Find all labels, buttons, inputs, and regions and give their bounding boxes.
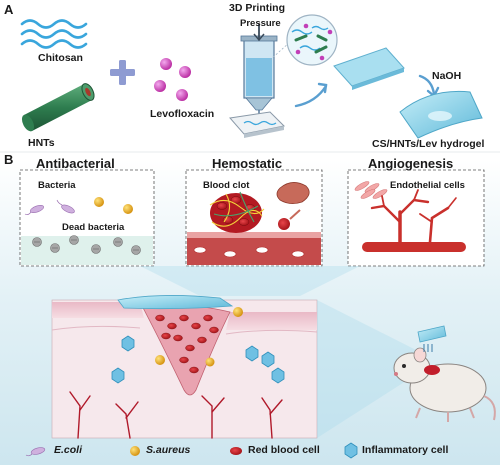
printed-scaffold-icon [333,47,405,90]
dead-bacteria-label: Dead bacteria [62,222,125,233]
legend-ecoli-label: E.coli [54,444,83,456]
pressure-label: Pressure [240,18,281,29]
bacteria-label: Bacteria [38,180,76,191]
legend-rbc-label: Red blood cell [248,444,320,456]
panel-a-label: A [4,2,14,17]
antibacterial-box [19,169,155,267]
print-bed-icon [229,111,286,138]
antibacterial-title: Antibacterial [36,156,115,171]
levofloxacin-molecules-icon [154,58,191,101]
legend-inflammatory-icon [344,442,358,459]
angiogenesis-title: Angiogenesis [368,156,454,171]
hydrogel-film-icon [399,90,483,139]
chitosan-chains-icon [20,19,88,49]
syringe-printer-icon [240,24,278,118]
product-label: CS/HNTs/Lev hydrogel [372,138,485,150]
printing-label: 3D Printing [229,2,286,14]
legend-ecoli-icon [25,447,46,457]
legend-saureus-label: S.aureus [146,444,191,456]
legend-saureus-icon [130,446,140,456]
naoh-label: NaOH [432,70,462,82]
legend-rbc-icon [230,447,242,455]
angiogenesis-box [347,169,485,267]
ink-magnifier-icon [269,14,338,66]
plus-icon [110,60,135,85]
mouse-icon [393,325,496,422]
legend-inflammatory-label: Inflammatory cell [362,444,449,456]
levofloxacin-label: Levofloxacin [150,108,215,120]
panel-b-label: B [4,152,14,167]
blood-clot-label: Blood clot [203,180,250,191]
chitosan-label: Chitosan [38,52,83,64]
wound-skin-section [51,295,318,439]
hnt-nanotube-icon [21,83,95,132]
endothelial-label: Endothelial cells [390,180,465,191]
hnts-label: HNTs [28,137,55,149]
hemostatic-box [185,169,323,267]
hemostatic-title: Hemostatic [212,156,283,171]
process-arrows [294,74,440,108]
